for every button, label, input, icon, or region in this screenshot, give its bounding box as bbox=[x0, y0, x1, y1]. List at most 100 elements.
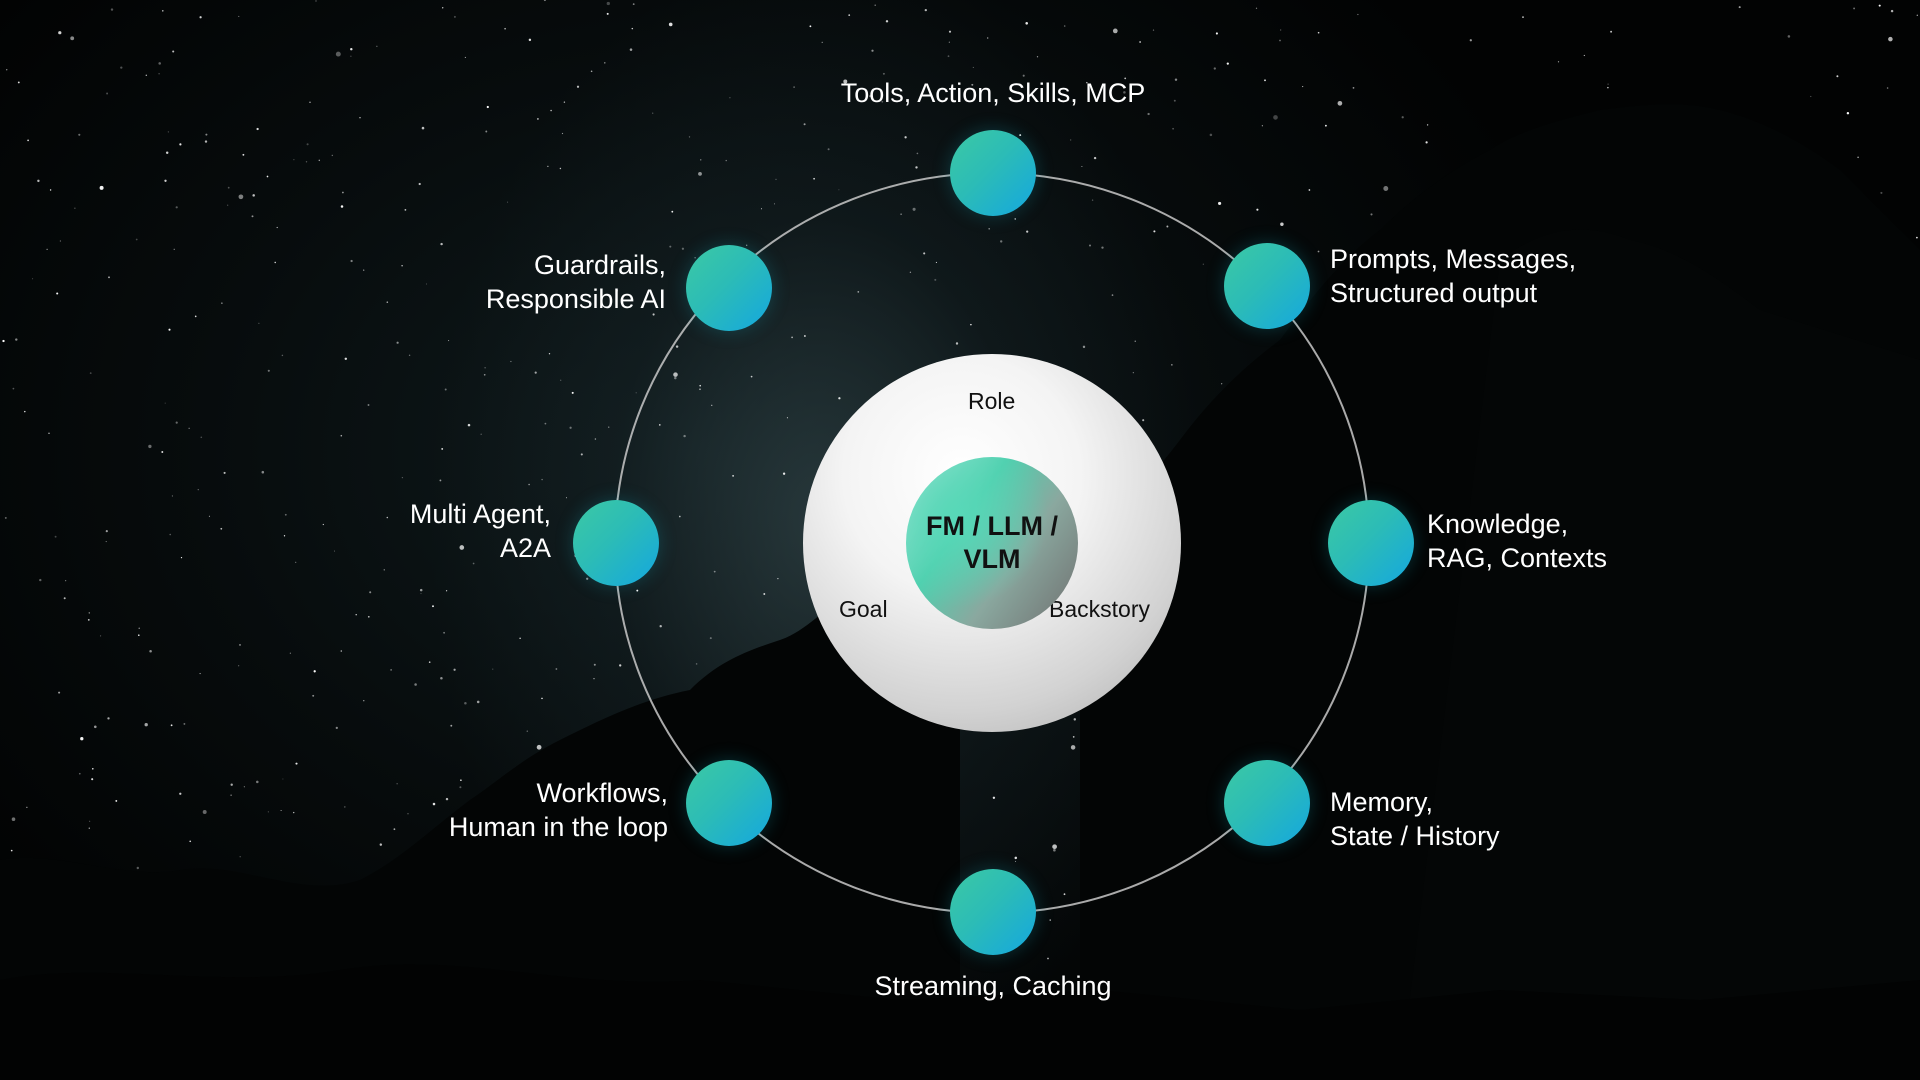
star bbox=[777, 577, 779, 580]
star bbox=[1308, 189, 1311, 191]
star bbox=[1426, 124, 1429, 126]
star bbox=[221, 302, 223, 304]
star bbox=[560, 379, 562, 381]
star bbox=[376, 45, 378, 47]
star bbox=[138, 634, 140, 636]
star bbox=[791, 336, 793, 339]
star bbox=[1261, 125, 1263, 127]
star bbox=[636, 589, 639, 592]
star bbox=[838, 397, 841, 400]
star bbox=[700, 159, 702, 161]
star bbox=[629, 48, 633, 51]
star bbox=[631, 27, 634, 30]
star bbox=[1857, 156, 1859, 159]
star bbox=[175, 421, 178, 424]
star bbox=[1325, 124, 1327, 127]
star bbox=[164, 179, 167, 182]
star bbox=[467, 423, 471, 427]
star bbox=[519, 637, 521, 639]
star bbox=[1063, 25, 1066, 27]
star bbox=[1081, 165, 1083, 168]
star bbox=[17, 81, 20, 84]
star bbox=[1111, 294, 1114, 296]
star bbox=[80, 737, 84, 741]
star bbox=[386, 516, 389, 519]
star bbox=[464, 56, 466, 58]
star bbox=[1014, 218, 1016, 220]
node-tools bbox=[950, 130, 1036, 216]
star bbox=[668, 22, 673, 27]
star bbox=[56, 292, 59, 295]
star bbox=[108, 276, 110, 279]
star bbox=[803, 123, 806, 126]
star bbox=[1401, 116, 1404, 119]
star bbox=[1174, 78, 1178, 81]
star bbox=[988, 228, 990, 230]
star bbox=[1557, 61, 1560, 63]
star bbox=[827, 148, 830, 151]
star bbox=[1607, 86, 1609, 89]
star bbox=[912, 207, 916, 211]
star bbox=[1279, 39, 1281, 42]
star bbox=[1070, 139, 1072, 141]
star bbox=[239, 644, 241, 646]
star bbox=[363, 700, 365, 702]
star bbox=[258, 322, 260, 324]
star bbox=[267, 369, 270, 372]
star bbox=[857, 291, 860, 293]
star bbox=[475, 521, 477, 523]
star bbox=[555, 668, 558, 670]
star bbox=[208, 515, 210, 517]
star bbox=[359, 117, 361, 119]
star bbox=[464, 702, 467, 705]
star bbox=[1302, 86, 1304, 88]
star bbox=[363, 269, 365, 271]
star bbox=[189, 840, 192, 843]
star bbox=[1836, 75, 1839, 78]
star bbox=[881, 100, 884, 103]
star bbox=[425, 283, 428, 285]
star bbox=[1171, 364, 1173, 366]
star bbox=[340, 434, 343, 437]
star bbox=[401, 265, 403, 267]
star bbox=[1607, 83, 1609, 85]
star bbox=[65, 580, 67, 582]
star bbox=[972, 66, 974, 68]
star bbox=[78, 772, 81, 775]
star bbox=[350, 259, 353, 263]
star bbox=[1218, 201, 1222, 205]
star bbox=[934, 278, 937, 281]
star bbox=[652, 112, 654, 114]
star bbox=[1070, 745, 1076, 750]
star bbox=[161, 451, 164, 453]
star bbox=[746, 244, 748, 246]
star bbox=[1053, 848, 1056, 852]
star bbox=[282, 778, 284, 780]
node-workflows bbox=[686, 760, 772, 846]
star bbox=[947, 55, 950, 58]
star bbox=[838, 189, 840, 191]
star bbox=[135, 238, 138, 241]
star bbox=[1026, 230, 1029, 233]
star bbox=[78, 133, 81, 136]
star bbox=[383, 569, 385, 571]
star bbox=[63, 597, 66, 600]
star bbox=[486, 105, 489, 109]
star bbox=[390, 669, 392, 671]
star bbox=[488, 519, 490, 521]
star bbox=[295, 762, 298, 765]
star bbox=[162, 10, 164, 12]
star bbox=[1091, 199, 1094, 201]
star bbox=[725, 159, 727, 162]
star bbox=[571, 391, 574, 394]
star bbox=[428, 661, 431, 663]
star bbox=[419, 588, 423, 592]
star bbox=[711, 404, 713, 406]
star bbox=[1209, 133, 1213, 137]
star bbox=[1014, 860, 1017, 862]
star bbox=[561, 132, 564, 135]
star bbox=[252, 194, 255, 197]
star bbox=[586, 577, 589, 580]
star bbox=[89, 372, 92, 374]
star bbox=[1014, 856, 1018, 860]
